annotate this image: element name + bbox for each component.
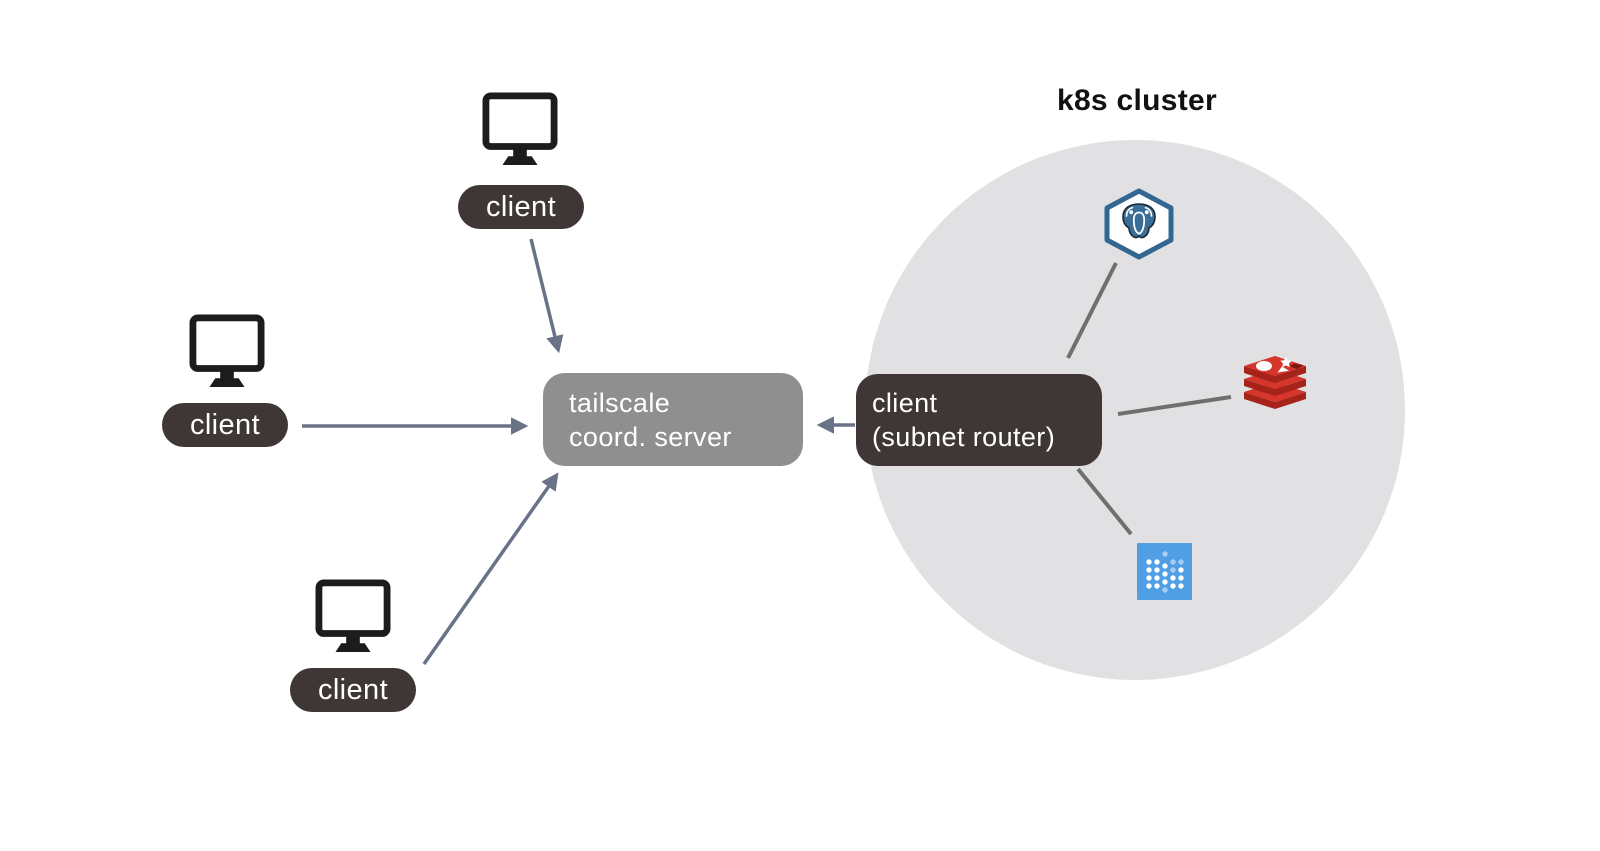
- link-subnet-router-to-postgresql: [1066, 262, 1118, 359]
- client-label-bottom: client: [290, 668, 416, 712]
- client-node-left: [188, 314, 266, 388]
- subnet-router-line1: client: [872, 388, 938, 418]
- client-node-top: [481, 92, 559, 166]
- coord-server-line2: coord. server: [569, 421, 732, 452]
- coord-server-box: tailscale coord. server: [543, 373, 803, 466]
- metabase-dots-icon: [1137, 543, 1192, 600]
- link-subnet-router-to-metabase: [1076, 467, 1133, 536]
- subnet-router-line2: (subnet router): [872, 422, 1056, 452]
- k8s-cluster-title: k8s cluster: [1056, 84, 1218, 117]
- client-label-top: client: [458, 185, 584, 229]
- arrow-top-client-to-server: [529, 238, 564, 354]
- monitor-icon: [189, 314, 265, 388]
- coord-server-line1: tailscale: [569, 387, 671, 418]
- postgresql-elephant-icon: [1104, 188, 1174, 260]
- client-node-bottom: [314, 579, 392, 653]
- client-label-left: client: [162, 403, 288, 447]
- metabase-service: [1137, 543, 1192, 600]
- arrow-bottom-client-to-server: [422, 472, 559, 666]
- monitor-icon: [482, 92, 558, 166]
- redis-service: [1239, 356, 1311, 416]
- redis-stack-icon: [1244, 356, 1306, 409]
- link-subnet-router-to-redis: [1117, 395, 1232, 416]
- monitor-icon: [315, 579, 391, 653]
- subnet-router-box: client (subnet router): [856, 374, 1102, 466]
- postgresql-service: [1101, 188, 1177, 260]
